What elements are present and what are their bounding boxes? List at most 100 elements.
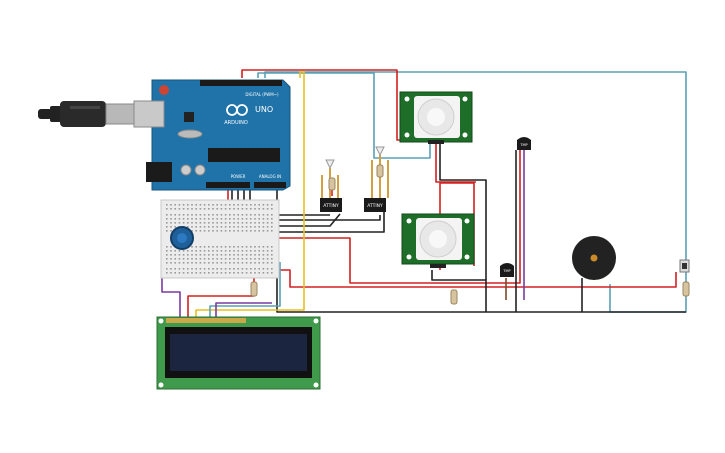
tmp-sensor-2-label: TMP [502,269,510,273]
breadboard-hole [262,214,265,216]
wire-yellow-lcd[interactable] [195,71,305,322]
breadboard-hole [258,204,260,206]
digital-header [200,80,282,86]
breadboard-hole [199,226,202,228]
breadboard-hole [187,262,189,264]
breadboard-hole [262,250,265,252]
breadboard-hole [224,218,227,220]
breadboard-hole [208,230,210,232]
breadboard-hole [203,226,206,228]
breadboard-hole [182,250,185,252]
lcd-pin-header [166,318,246,323]
breadboard-hole [187,204,189,206]
breadboard-hole [241,218,244,220]
breadboard-hole [203,218,206,220]
breadboard-hole [191,254,193,256]
breadboard-hole [258,268,260,270]
arduino-logo-text: ARDUINO [224,120,248,126]
breadboard-hole [229,222,231,224]
wire-teal-button[interactable] [264,71,687,262]
reset-button[interactable] [159,85,169,95]
breadboard-hole [254,226,256,228]
breadboard-hole [237,204,239,206]
breadboard-hole [254,214,256,216]
breadboard-hole [241,222,244,224]
breadboard-hole [170,214,172,216]
arduino-uno-board[interactable]: DIGITAL (PWM~) ARDUINO UNO POWER ANALOG … [133,79,291,191]
breadboard-hole [195,262,197,264]
breadboard-hole [208,204,210,206]
breadboard-hole [266,254,269,256]
wire-black-pir1[interactable] [439,142,487,280]
breadboard-hole [187,208,189,210]
breadboard-hole [187,272,189,274]
wire-red-right[interactable] [262,269,677,288]
breadboard-hole [229,208,231,210]
breadboard-hole [241,272,244,274]
tmp-sensor-1[interactable]: TMP [517,137,531,150]
wire-teal-buzzer[interactable] [609,272,687,313]
breadboard-hole [216,218,218,220]
breadboard-hole [245,218,248,220]
wire-red-top[interactable] [241,69,402,141]
pir-sensor-2[interactable] [401,213,475,268]
breadboard-hole [233,226,235,228]
wire-lcd-data[interactable] [209,262,281,322]
breadboard-hole [229,226,231,228]
resistor-1[interactable] [250,281,258,297]
breadboard-hole [191,250,193,252]
breadboard-hole [208,262,210,264]
breadboard-hole [178,268,181,270]
resistor-2[interactable] [450,289,458,305]
breadboard-hole [170,250,172,252]
breadboard-hole [174,272,176,274]
attiny-2[interactable]: ATTINY [364,146,389,212]
breadboard-hole [262,246,265,248]
breadboard-hole [203,222,206,224]
breadboard-hole [216,258,218,260]
breadboard-hole [254,208,256,210]
mini-breadboard[interactable] [160,199,280,279]
breadboard-hole [174,268,176,270]
resistor-5[interactable] [328,177,336,191]
breadboard-hole [224,204,227,206]
piezo-buzzer[interactable] [572,236,616,280]
breadboard-hole [182,214,185,216]
wire-red-lcd[interactable] [187,272,255,322]
lcd-16x2[interactable] [156,316,321,390]
wire-black-pir2[interactable] [431,270,487,312]
resistor-4[interactable] [376,164,384,178]
pir-sensor-1[interactable] [399,91,473,144]
breadboard-hole [241,268,244,270]
breadboard-hole [250,222,252,224]
breadboard-hole [212,204,214,206]
breadboard-hole [166,268,168,270]
wire-red-pir1[interactable] [435,142,476,183]
breadboard-hole [245,208,248,210]
breadboard-hole [191,226,193,228]
wire-teal-pir1[interactable] [257,72,431,159]
breadboard-hole [241,262,244,264]
breadboard-hole [271,218,273,220]
breadboard-hole [254,262,256,264]
breadboard-hole [212,214,214,216]
wire-lcd-data2[interactable] [215,302,272,322]
breadboard-hole [195,230,197,232]
breadboard-hole [241,226,244,228]
breadboard-hole [178,272,181,274]
tmp-sensor-2[interactable]: TMP [500,263,514,277]
push-button[interactable] [679,259,690,273]
breadboard-hole [254,246,256,248]
breadboard-hole [195,218,197,220]
breadboard-hole [166,230,168,232]
breadboard-hole [195,208,197,210]
breadboard-hole [266,262,269,264]
resistor-3[interactable] [682,281,690,297]
usb-port [133,100,165,128]
breadboard-hole [250,246,252,248]
wire-red-attiny[interactable] [262,150,521,284]
breadboard-hole [258,214,260,216]
breadboard-hole [271,258,273,260]
tmp-sensor-1-label: TMP [519,143,527,147]
breadboard-hole [203,230,206,232]
